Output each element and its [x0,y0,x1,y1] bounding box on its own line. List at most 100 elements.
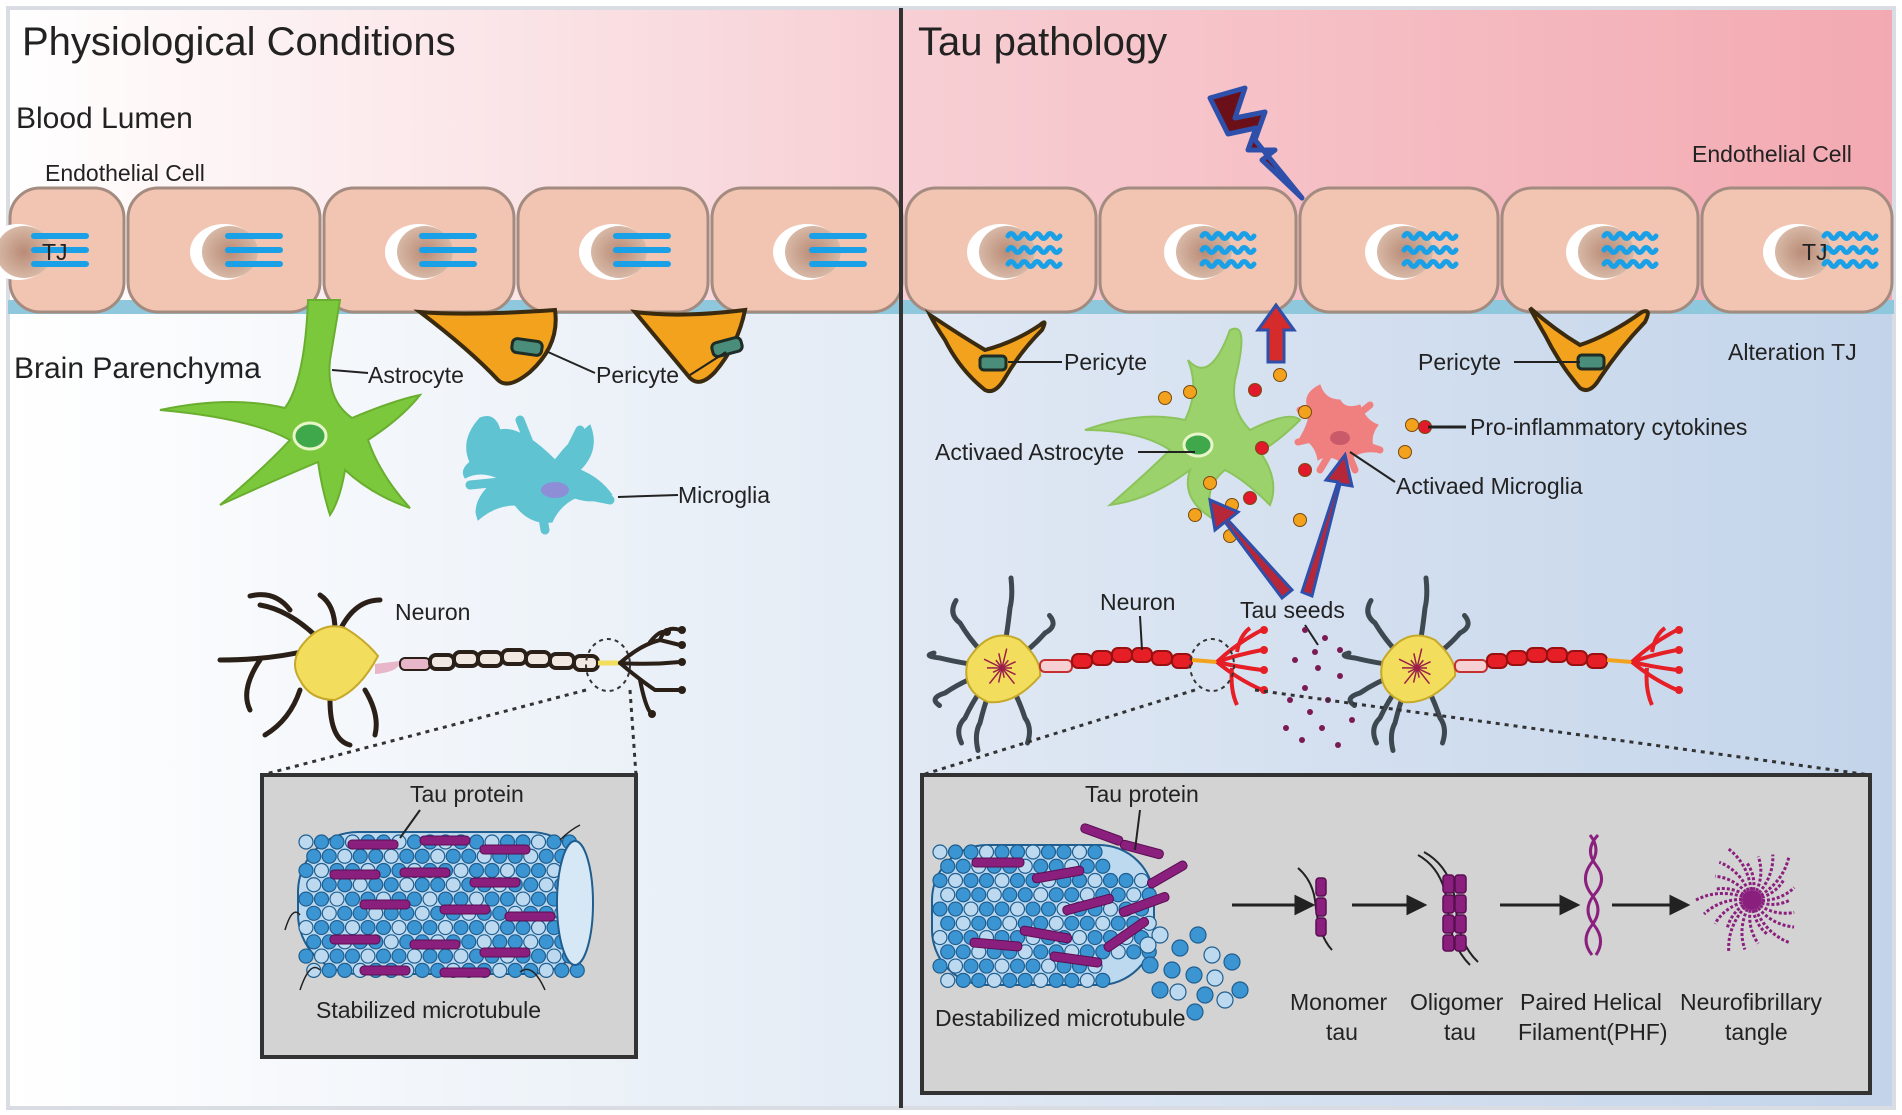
free-tubulin [1163,961,1181,979]
tau-protein-segment [1146,860,1188,889]
tau-protein-segment [479,844,531,855]
tubulin-subunit [352,848,368,864]
tubulin-subunit [1040,901,1057,917]
tau-seeds-label: Tau seeds [1240,597,1345,623]
tubulin-subunit [955,887,971,903]
tubulin-subunit [422,948,438,964]
tau-neuron [926,575,1268,753]
tubulin-subunit [1040,844,1057,860]
tubulin-subunit [947,901,964,917]
tubulin-subunit [476,934,492,950]
tubulin-subunit [468,862,485,879]
brain-parenchyma-label: Brain Parenchyma [14,352,261,385]
right-pericyte-2 [1528,306,1650,392]
endothelial-cell [1298,186,1500,314]
tubulin-subunit [1095,915,1111,931]
tubulin-subunit [1110,915,1126,931]
tight-junction [1401,231,1459,269]
tubulin-subunit [530,834,547,850]
right-tj-label: TJ [1802,239,1828,265]
tubulin-subunit [1102,872,1119,889]
tubulin-subunit [1033,858,1049,874]
tubulin-subunit [422,919,438,936]
cytokine-dot [1298,405,1312,419]
tubulin-subunit [1071,929,1088,946]
tubulin-subunit [1087,929,1103,946]
tubulin-subunit [1126,887,1142,903]
tubulin-subunit [445,848,461,864]
tubulin-subunit [1087,872,1103,889]
tubulin-subunit [1095,972,1111,988]
tubulin-subunit [507,934,523,950]
tubulin-subunit [406,834,423,850]
tubulin-subunit [940,944,956,960]
free-tubulin [1206,969,1224,987]
tau-seed [1302,627,1308,633]
left-astrocyte [159,299,423,518]
tau-seed [1322,635,1328,641]
activated-astrocyte-label: Activaed Astrocyte [935,439,1124,465]
tau-neuron [1341,575,1683,753]
tubulin-subunit [963,901,979,917]
free-tubulin [1223,953,1241,971]
tight-junction [31,233,89,267]
tau-protein-segment [409,939,461,950]
phf-label-1: Paired Helical [1520,989,1662,1015]
tubulin-subunit [306,962,322,978]
tubulin-subunit [515,919,531,936]
tubulin-subunit [468,919,485,936]
phf-drawing [1584,833,1603,956]
tau-protein-segment [439,904,491,915]
tubulin-subunit [329,919,345,936]
tau-protein-segment [329,934,381,945]
tubulin-subunit [360,948,376,964]
tau-protein-segment [971,857,1025,868]
tubulin-subunit [313,891,330,907]
oligomer-tau-drawing [1417,851,1479,966]
pro-inflammatory-label: Pro-inflammatory cytokines [1470,414,1747,440]
tau-seed [1287,697,1293,703]
tubulin-subunit [391,948,407,964]
tubulin-subunit [414,848,430,864]
tubulin-subunit [530,919,547,936]
cytokine-dot [1183,385,1197,399]
tau-seed [1299,737,1305,743]
right-endothelial-label: Endothelial Cell [1692,141,1852,167]
tubulin-subunit [298,891,314,907]
tubulin-subunit [375,919,392,936]
tau-protein-segment [1049,951,1103,968]
tubulin-subunit [1017,972,1033,988]
outer-frame [6,6,1896,1110]
free-tubulin [1171,939,1189,957]
tubulin-subunit [1033,887,1049,903]
tubulin-subunit [383,934,399,950]
tubulin-subunit [298,948,314,964]
tubulin-subunit [932,872,948,889]
tubulin-subunit [1048,887,1064,903]
tau-seed [1315,665,1321,671]
tubulin-subunit [947,844,964,860]
tubulin-subunit [1009,872,1026,889]
free-tubulin [1216,991,1234,1009]
cytokine-dot [1203,476,1217,490]
tubulin-subunit [306,934,322,950]
destabilized-microtubule-drawing [931,823,1249,1021]
tau-pathology-neurons [926,575,1683,753]
tubulin-subunit [530,948,547,964]
left-endothelial-label: Endothelial Cell [45,160,205,186]
tubulin-subunit [499,919,516,936]
tubulin-subunit [1009,958,1026,974]
monomer-label-2: tau [1326,1019,1358,1045]
tubulin-subunit [955,972,971,988]
tubulin-subunit [994,958,1010,974]
tubulin-subunit [1064,887,1080,903]
tubulin-subunit [321,905,337,921]
cytokine-dot [1273,368,1287,382]
free-tubulin [1141,956,1159,974]
monomer-label-1: Monomer [1290,989,1387,1015]
tubulin-subunit [484,891,500,907]
tubulin-subunit [1033,944,1049,960]
tubulin-subunit [955,944,971,960]
tubulin-subunit [978,844,995,860]
free-tubulin [1185,966,1203,984]
